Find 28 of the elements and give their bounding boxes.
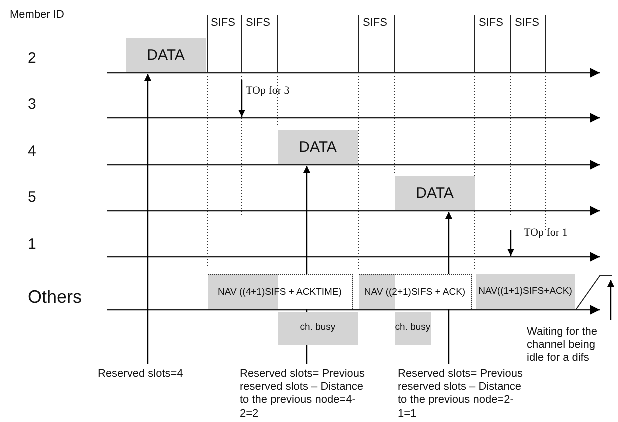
annotation-text: Reserved slots= Previous reserved slots – Distance to the previous node=4-2=2 xyxy=(240,368,372,422)
timing-note: TOp for 1 xyxy=(524,228,568,239)
channel-busy-box: ch. busy xyxy=(395,312,431,345)
channel-busy-box: ch. busy xyxy=(278,312,358,345)
leader-arrow xyxy=(144,74,152,364)
interval-label: SIFS xyxy=(515,18,540,29)
data-frame-box: DATA xyxy=(278,130,358,164)
interval-label: SIFS xyxy=(479,18,504,29)
axis-title: Member ID xyxy=(10,10,64,21)
annotation-text: Reserved slots=4 xyxy=(98,368,208,382)
interval-label: SIFS xyxy=(246,18,270,29)
data-frame-box: DATA xyxy=(395,176,475,210)
interval-label: SIFS xyxy=(363,18,388,29)
row-label: 3 xyxy=(28,97,36,112)
row-label: 2 xyxy=(28,51,36,66)
nav-period-box: NAV ((4+1)SIFS + ACKTIME) xyxy=(208,274,353,309)
data-frame-box: DATA xyxy=(126,38,206,72)
nav-period-box: NAV((1+1)SIFS+ACK) xyxy=(476,274,575,309)
row-label: 1 xyxy=(28,237,36,252)
interval-label: SIFS xyxy=(211,18,236,29)
annotation-text: Reserved slots= Previous reserved slots – Distance to the previous node=2-1=1 xyxy=(398,368,530,422)
nav-period-box: NAV ((2+1)SIFS + ACK) xyxy=(359,274,472,309)
row-label: 4 xyxy=(28,144,36,159)
leader-arrow xyxy=(608,280,614,320)
timing-note: TOp for 3 xyxy=(246,86,290,97)
annotation-text: Waiting for the channel being idle for a difs xyxy=(527,326,611,366)
row-label: 5 xyxy=(28,190,36,205)
row-label: Others xyxy=(28,288,82,306)
